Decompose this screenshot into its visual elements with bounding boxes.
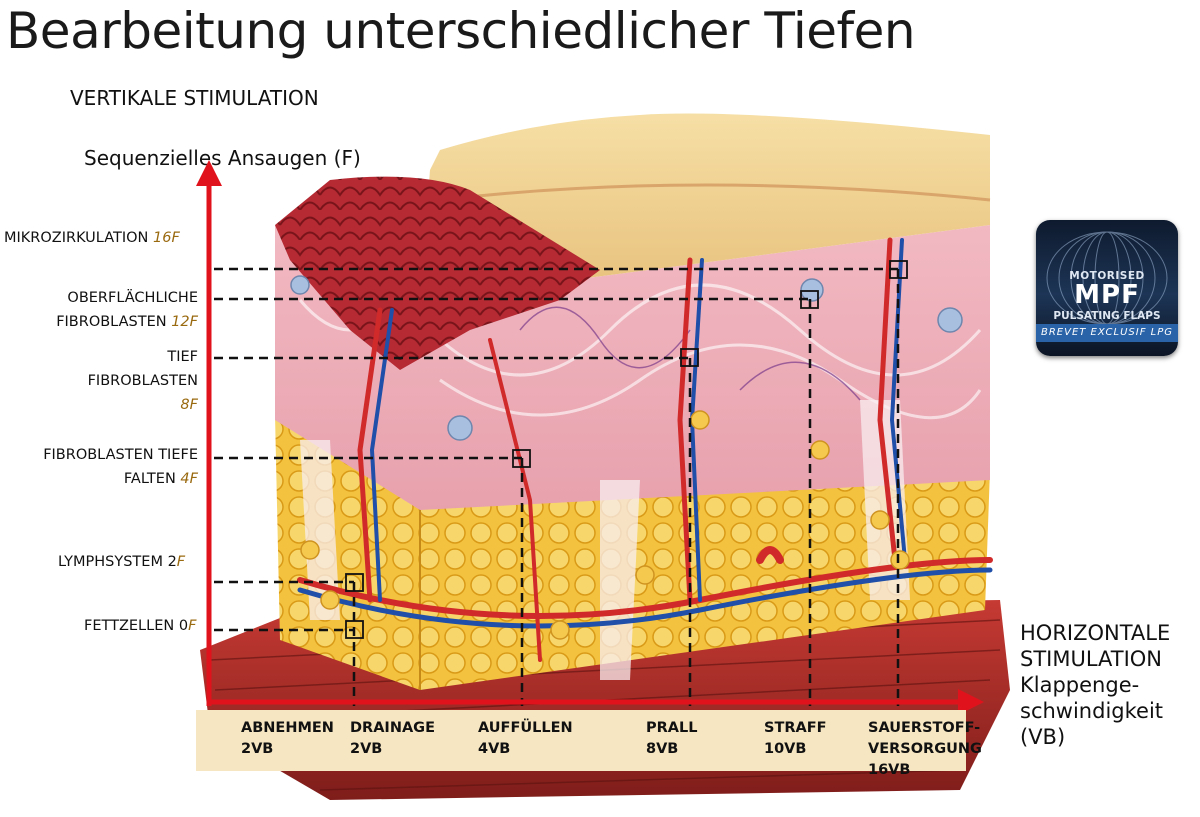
level-lymphsystem: LYMPHSYSTEM 2F (58, 554, 186, 570)
level-fibroblasten-tiefe-falten: FIBROBLASTEN TIEFE FALTEN 4F (43, 447, 198, 487)
horizontal-stimulation-heading: HORIZONTALE STIMULATION Klappenge- schwi… (1020, 621, 1171, 749)
page-title: Bearbeitung unterschiedlicher Tiefen (6, 2, 916, 60)
vertical-stimulation-heading: VERTIKALE STIMULATION (70, 86, 319, 110)
level-fettzellen: FETTZELLEN 0F (84, 618, 197, 634)
badge-motorised: MOTORISED (1069, 270, 1145, 282)
level-oberflaechliche-fibroblasten: OBERFLÄCHLICHE FIBROBLASTEN 12F (56, 290, 198, 330)
badge-mpf: MPF (1074, 280, 1140, 310)
y-axis-label: Sequenzielles Ansaugen (F) (84, 146, 361, 170)
x-label-band (196, 710, 966, 771)
mpf-badge-logo: MOTORISED MPF PULSATING FLAPS BREVET EXC… (1036, 220, 1178, 356)
badge-brevet: BREVET EXCLUSIF LPG (1036, 324, 1178, 342)
badge-pulsating-flaps: PULSATING FLAPS (1053, 310, 1161, 322)
level-tief-fibroblasten: TIEF FIBROBLASTEN 8F (87, 349, 198, 413)
level-mikrozirkulation: MIKROZIRKULATION 16F (4, 230, 180, 246)
